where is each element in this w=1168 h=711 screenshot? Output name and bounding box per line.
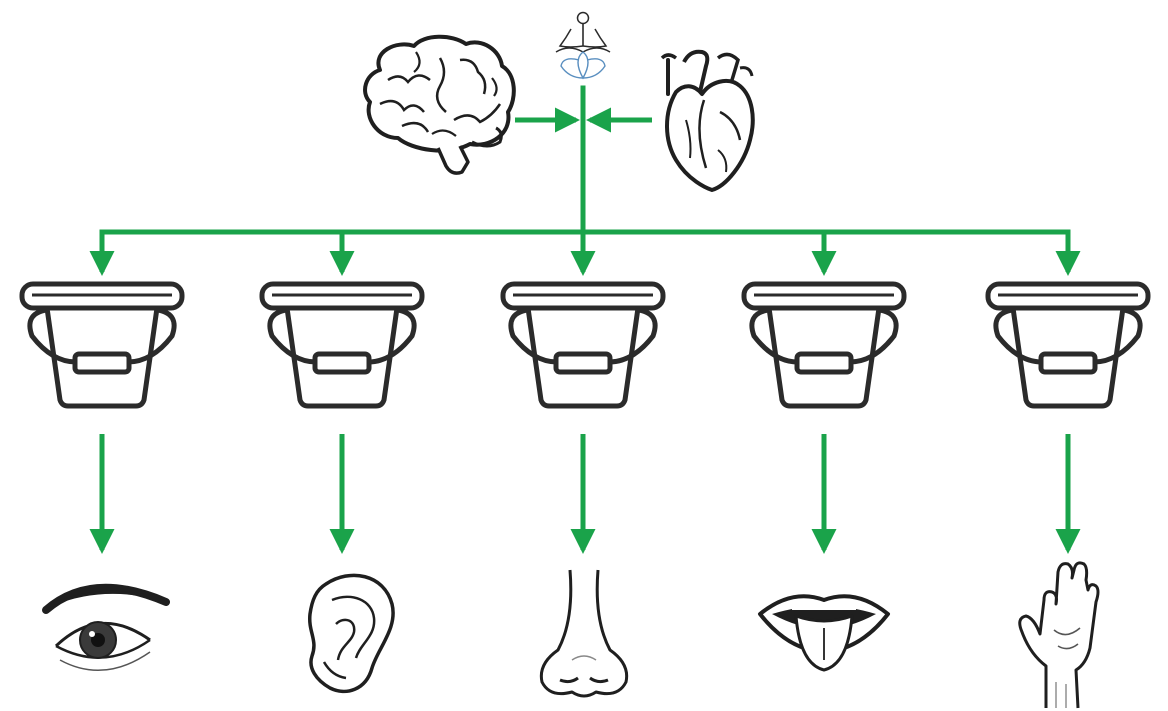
brain-icon [363, 34, 516, 175]
bucket-icon [262, 284, 422, 406]
ear-icon [308, 573, 395, 694]
eye-icon [42, 583, 170, 671]
bucket-icon [22, 284, 182, 406]
bucket-icon [503, 284, 663, 406]
top-icons [363, 11, 755, 192]
bucket-icon [744, 284, 904, 406]
flow-arrows [89, 85, 1081, 555]
sense-icons [42, 561, 1100, 709]
bucket-icon [988, 284, 1148, 406]
mouth-tongue-icon [758, 594, 890, 672]
buckets [22, 284, 1148, 406]
heart-icon [660, 49, 755, 192]
meditating-person-icon [555, 11, 611, 80]
nose-icon [539, 569, 629, 698]
hand-icon [1018, 561, 1100, 709]
